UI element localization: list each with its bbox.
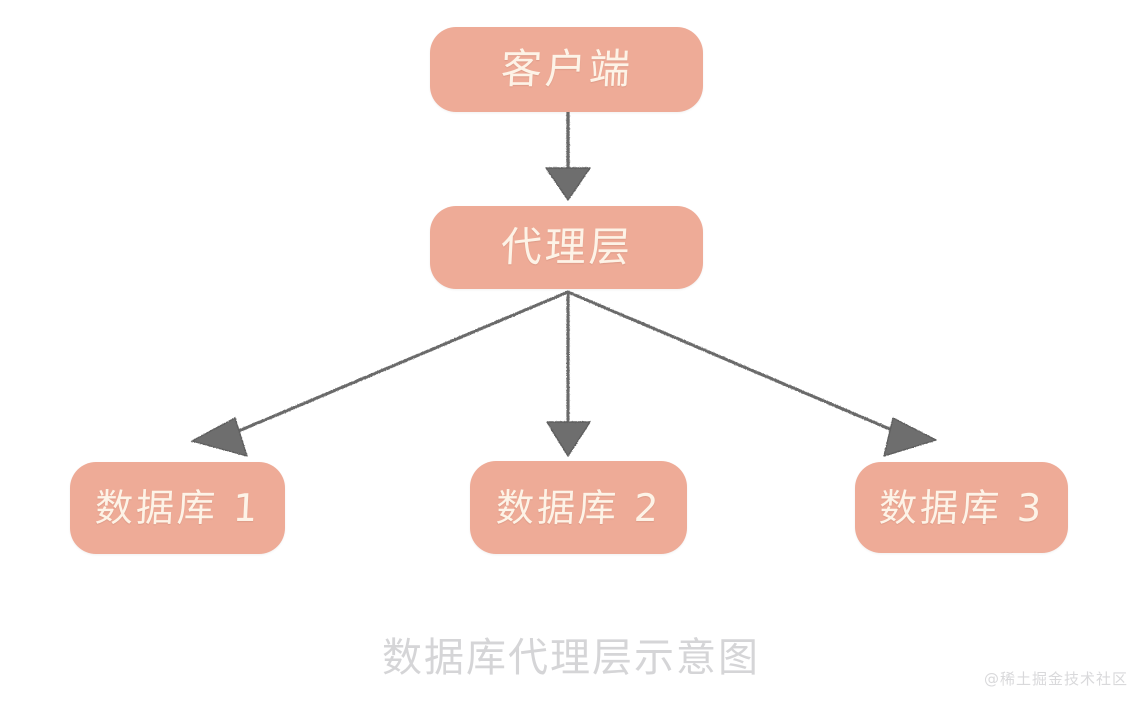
- node-database-3-label: 数据库 3: [877, 485, 1046, 530]
- diagram-caption: 数据库代理层示意图: [382, 635, 760, 681]
- watermark: @稀土掘金技术社区: [983, 670, 1128, 688]
- node-database-1[interactable]: 数据库 1: [70, 462, 285, 554]
- node-database-2[interactable]: 数据库 2: [470, 461, 687, 554]
- node-client[interactable]: 客户端: [430, 27, 703, 112]
- node-database-2-label: 数据库 2: [494, 485, 663, 530]
- edge-client-to-proxy: [545, 111, 591, 201]
- node-database-1-label: 数据库 1: [93, 486, 262, 530]
- edge-proxy-to-db1: [191, 290, 570, 457]
- node-client-label: 客户端: [499, 45, 634, 93]
- edge-proxy-to-db3: [566, 290, 937, 457]
- node-proxy-label: 代理层: [499, 223, 634, 271]
- node-proxy[interactable]: 代理层: [430, 206, 703, 289]
- node-database-3[interactable]: 数据库 3: [855, 462, 1068, 553]
- edge-proxy-to-db2: [546, 290, 591, 457]
